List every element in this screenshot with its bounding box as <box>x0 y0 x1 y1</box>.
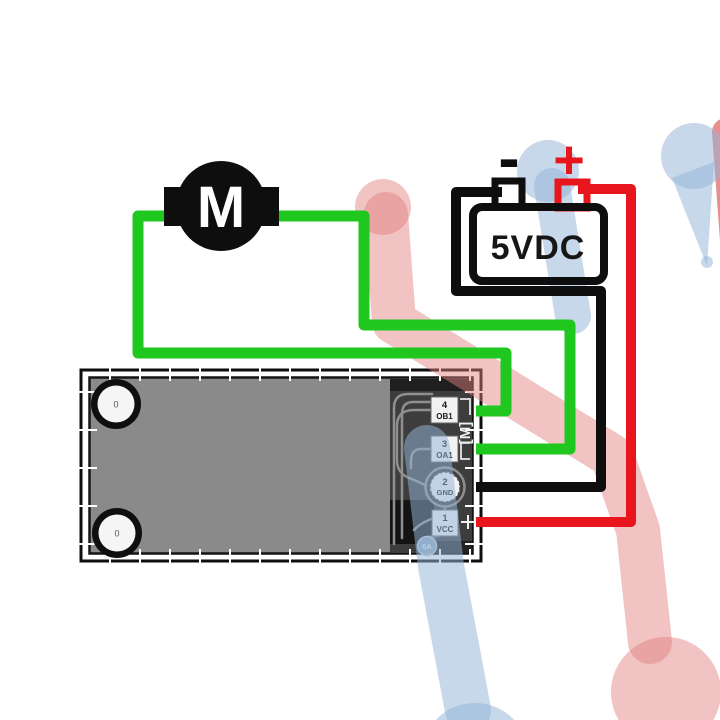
watermark-pink-trace <box>355 179 720 720</box>
pcb-tick-marks <box>75 364 487 568</box>
pin-name: OB1 <box>436 412 453 421</box>
mounting-hole-bottom: 0 <box>92 508 142 558</box>
hole-label: 0 <box>113 400 118 410</box>
motor-symbol: M <box>164 161 279 251</box>
battery-body <box>469 203 608 285</box>
positive-symbol: + <box>553 130 585 190</box>
battery-symbol: 5VDC - + <box>469 122 608 285</box>
pcb-module: 0 0 4 OB1 3 OA1 2 GND 1 VCC <box>75 364 487 568</box>
watermark-art <box>355 119 720 720</box>
motor-body <box>176 161 266 251</box>
circuit: M 5VDC - + <box>132 122 636 527</box>
silkscreen-motor-label: [M] <box>457 422 474 445</box>
watermark-blue-trace-bottom <box>404 425 515 720</box>
silkscreen-bracket-top <box>460 398 471 415</box>
pin-number: 4 <box>442 400 448 411</box>
wire-red-positive-to-vcc <box>476 184 636 527</box>
silkscreen-marks: [M] <box>457 398 475 529</box>
wire-black-negative-to-gnd <box>451 187 606 492</box>
wire-green-motor-to-oa1 <box>260 210 576 455</box>
silkscreen-plus-mark <box>461 515 475 529</box>
mounting-hole-top: 0 <box>91 379 141 429</box>
wire-green-motor-to-ob1 <box>132 210 512 417</box>
pcb-dark-strip-top <box>390 379 472 391</box>
negative-symbol: - <box>498 122 519 194</box>
pin-pad-ob1: 4 OB1 <box>430 396 459 424</box>
motor-label: M <box>197 175 245 240</box>
silkscreen-bracket-bottom <box>460 442 470 460</box>
hole-label: 0 <box>114 529 119 539</box>
battery-voltage-label: 5VDC <box>491 229 586 267</box>
watermark-blue-pin-topright <box>661 123 720 268</box>
